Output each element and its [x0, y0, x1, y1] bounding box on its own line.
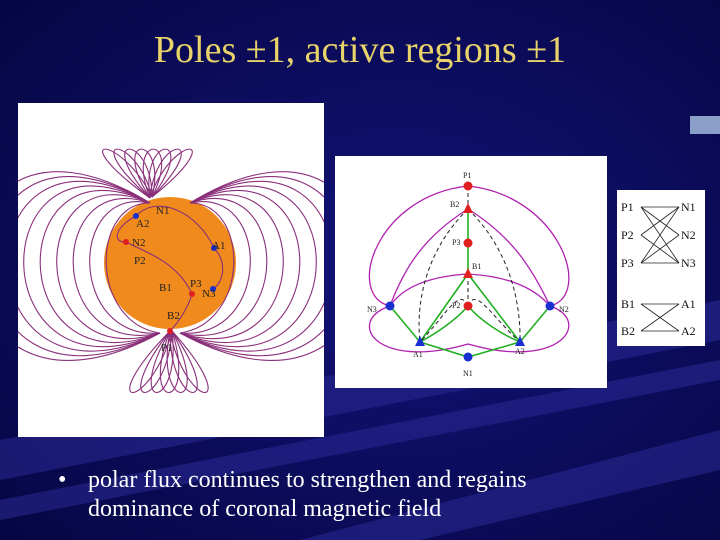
mid-label-a2: A2	[515, 347, 525, 356]
left-label-n1: N1	[156, 205, 169, 217]
connectivity-links	[640, 206, 680, 332]
conn-right-n2: N2	[681, 228, 696, 242]
conn-left-b2: B2	[621, 324, 635, 338]
separator-lines	[389, 209, 551, 358]
mid-label-n1: N1	[463, 369, 473, 378]
field-lines-svg: N1 A2 N2 P2 A1 P3 N3 B1 B2 P1	[18, 148, 324, 394]
bullet-text: polar flux continues to strengthen and r…	[88, 466, 527, 524]
left-markers	[123, 213, 217, 334]
left-label-n2: N2	[132, 237, 145, 249]
field-lines	[18, 148, 324, 394]
mid-label-n3: N3	[367, 305, 377, 314]
mid-label-p2: P2	[452, 301, 460, 310]
left-label-b2: B2	[167, 310, 180, 322]
conn-right-n1: N1	[681, 200, 696, 214]
skeleton-figure: P1 B2 P3 B1 P2 N3 N2 A1 A2 N1	[335, 156, 607, 388]
mid-label-a1: A1	[413, 350, 423, 359]
field-lines-figure: N1 A2 N2 P2 A1 P3 N3 B1 B2 P1	[18, 103, 324, 437]
left-label-a1: A1	[212, 240, 225, 252]
conn-right-a2: A2	[681, 324, 696, 338]
conn-left-p1: P1	[621, 200, 634, 214]
conn-left-b1: B1	[621, 297, 635, 311]
conn-right-a1: A1	[681, 297, 696, 311]
bullet-line-2: dominance of coronal magnetic field	[88, 496, 442, 522]
mid-label-p1: P1	[463, 171, 471, 180]
mid-label-n2: N2	[559, 305, 569, 314]
left-label-a2: A2	[136, 218, 149, 230]
skeleton-markers	[385, 181, 555, 362]
left-label-p1: P1	[161, 342, 173, 354]
connectivity-figure: P1 N1 P2 N2 P3 N3 B1 A1 B2 A2	[617, 190, 705, 346]
left-label-b1: B1	[159, 282, 172, 294]
mid-label-p3: P3	[452, 238, 460, 247]
conn-right-n3: N3	[681, 256, 696, 270]
left-label-p3: P3	[190, 278, 202, 290]
slide-title: Poles ±1, active regions ±1	[153, 29, 567, 71]
conn-left-p2: P2	[621, 228, 634, 242]
left-label-n3: N3	[202, 288, 216, 300]
conn-left-p3: P3	[621, 256, 634, 270]
left-label-p2: P2	[134, 255, 146, 267]
bullet-line-1: polar flux continues to strengthen and r…	[88, 467, 527, 493]
mid-label-b1: B1	[472, 262, 481, 271]
connectivity-svg: P1 N1 P2 N2 P3 N3 B1 A1 B2 A2	[621, 200, 696, 338]
skeleton-svg: P1 B2 P3 B1 P2 N3 N2 A1 A2 N1	[367, 171, 570, 378]
decorative-tab	[690, 116, 720, 134]
bullet-mark: •	[58, 467, 67, 493]
mid-label-b2: B2	[450, 200, 459, 209]
separatrix-curves	[368, 185, 570, 353]
